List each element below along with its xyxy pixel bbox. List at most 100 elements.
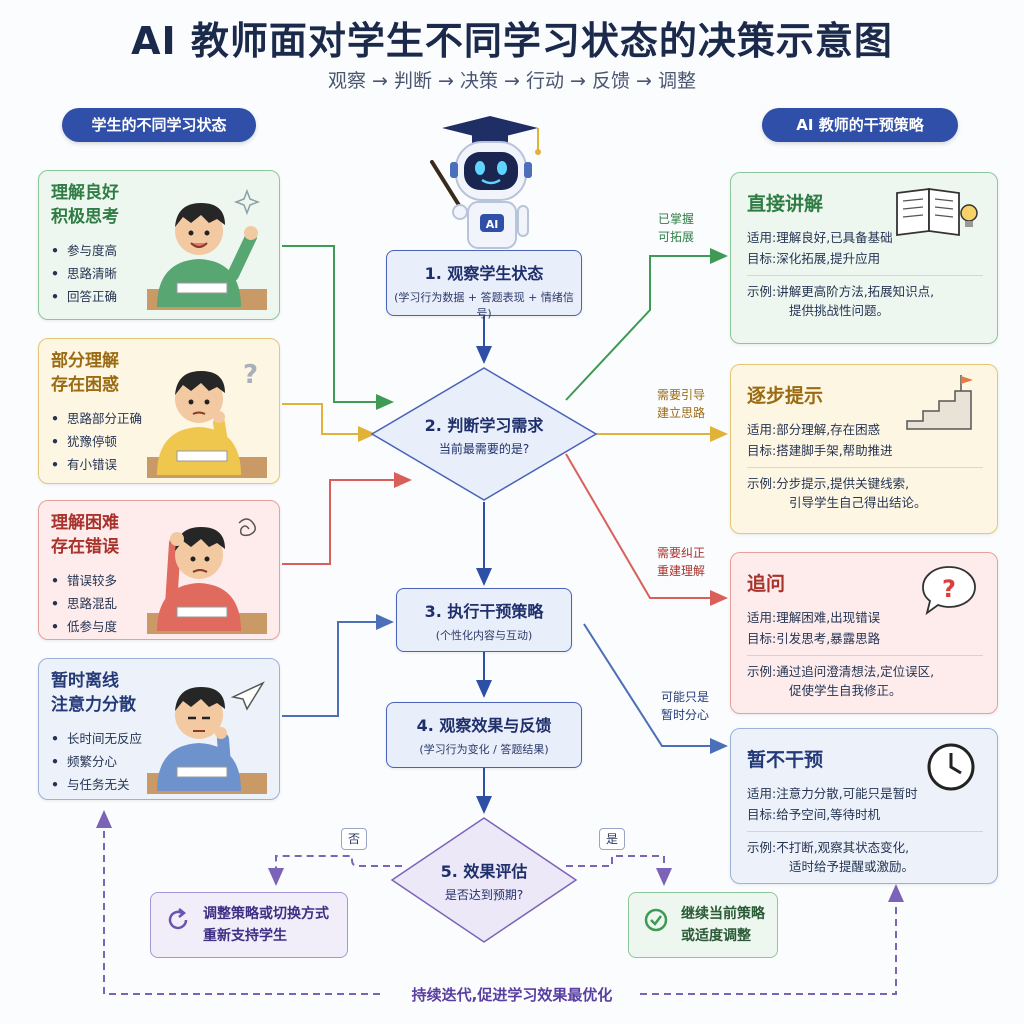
step4-title: 4. 观察效果与反馈 (416, 716, 552, 735)
strategy-title: 直接讲解 (747, 193, 824, 215)
robot-badge-text: AI (486, 218, 499, 231)
wire-eval-yes (566, 855, 672, 886)
student-trait: 思路清晰 (51, 262, 269, 285)
strategy-divider (747, 831, 983, 832)
student-trait: 参与度高 (51, 239, 269, 262)
strategy-example-line1: 示例:不打断,观察其状态变化, (747, 840, 910, 855)
student-puzzled-illustration: ? (147, 360, 267, 478)
student-trait: 犹豫停顿 (51, 430, 269, 453)
edge-label-line: 可能只是 (660, 690, 709, 704)
strategy-title: 逐步提示 (747, 385, 824, 407)
student-trait: 频繁分心 (51, 750, 269, 773)
step5-title: 5. 效果评估 (440, 862, 528, 881)
edge-label-mastered: 已掌握 可拓展 (646, 210, 706, 246)
refresh-icon (168, 908, 188, 930)
student-trait: 低参与度 (51, 615, 269, 638)
decision-diamond-eval (390, 817, 578, 943)
step5-subtitle: 是否达到预期? (444, 888, 524, 902)
strategy-goal: 目标:给予空间,等待时机 (747, 807, 881, 822)
no-branch-label: 否 (341, 828, 367, 850)
step2-title: 2. 判断学习需求 (424, 416, 544, 435)
wire-partial-to-judge (282, 403, 376, 442)
step1-observe-box: 1. 观察学生状态 (学习行为数据 + 答题表现 + 情绪信号) (386, 250, 582, 320)
strategy-example-line2: 适时给予提醒或激励。 (789, 859, 915, 874)
right-header-pill: AI 教师的干预策略 (762, 108, 958, 142)
student-title-line1: 部分理解 (51, 351, 119, 371)
strategy-card-probe: 追问 ? 适用:理解困难,出现错误 目标:引发思考,暴露思路 示例:通过追问澄清… (730, 552, 998, 714)
strategy-title: 追问 (747, 573, 786, 595)
strategy-example-line1: 示例:通过追问澄清想法,定位误区, (747, 664, 935, 679)
outcome-continue-box: 继续当前策略 或适度调整 (628, 892, 778, 958)
wire-judge-to-explain (565, 248, 728, 401)
step4-subtitle: (学习行为变化 / 答题结果) (419, 743, 549, 756)
robot-teacher-icon: AI (428, 110, 558, 250)
page-subtitle: 观察 → 判断 → 决策 → 行动 → 反馈 → 调整 (328, 70, 696, 92)
student-title-line2: 积极思考 (51, 207, 119, 227)
strategy-apply: 适用:理解困难,出现错误 (747, 610, 881, 625)
student-happy-illustration (147, 188, 267, 310)
strategy-divider (747, 467, 983, 468)
wire-difficult-to-judge (282, 472, 412, 565)
edge-label-line: 可拓展 (657, 230, 694, 244)
strategy-goal: 目标:深化拓展,提升应用 (747, 251, 881, 266)
student-trait: 与任务无关 (51, 773, 269, 796)
strategy-divider (747, 655, 983, 656)
student-trait: 回答正确 (51, 285, 269, 308)
outcome-adjust-box: 调整策略或切换方式 重新支持学生 (150, 892, 348, 958)
step1-title: 1. 观察学生状态 (424, 264, 544, 283)
step3-execute-box: 3. 执行干预策略 (个性化内容与互动) (396, 588, 572, 652)
svg-text:?: ? (243, 360, 258, 390)
wire-judge-to-probe (565, 453, 728, 606)
edge-label-line: 需要纠正 (656, 546, 705, 560)
student-title-line1: 理解良好 (51, 183, 119, 203)
student-trait: 思路部分正确 (51, 407, 269, 430)
strategy-goal: 目标:引发思考,暴露思路 (747, 631, 881, 646)
step2-judge-label: 2. 判断学习需求 当前最需要的是? (392, 412, 576, 457)
edge-label-line: 需要引导 (656, 388, 705, 402)
stairs-flag-icon (906, 375, 973, 430)
outcome-continue-line2: 或适度调整 (681, 928, 751, 944)
step4-feedback-box: 4. 观察效果与反馈 (学习行为变化 / 答题结果) (386, 702, 582, 768)
yes-branch-label: 是 (599, 828, 625, 850)
wire-loop-left (96, 810, 380, 995)
strategy-goal: 目标:搭建脚手架,帮助推进 (747, 443, 893, 458)
strategy-example-line2: 引导学生自己得出结论。 (789, 495, 927, 510)
step5-eval-label: 5. 效果评估 是否达到预期? (404, 858, 564, 903)
student-distracted-illustration (147, 681, 267, 794)
strategy-title: 暂不干预 (747, 749, 824, 771)
student-title-line1: 暂时离线 (51, 671, 119, 691)
strategy-example-line1: 示例:分步提示,提供关键线索, (747, 476, 910, 491)
strategy-divider (747, 275, 983, 276)
strategy-apply: 适用:理解良好,已具备基础 (747, 230, 893, 245)
svg-text:?: ? (942, 575, 956, 603)
wire-offline-to-execute (282, 614, 394, 717)
wire-eval-no (268, 855, 402, 886)
wire-loop-right (640, 884, 904, 995)
student-trait: 错误较多 (51, 569, 269, 592)
step3-subtitle: (个性化内容与互动) (435, 629, 533, 642)
page-title: AI 教师面对学生不同学习状态的决策示意图 (131, 19, 893, 63)
student-confused-illustration (147, 518, 267, 634)
strategy-example-line1: 示例:讲解更高阶方法,拓展知识点, (747, 284, 935, 299)
student-trait: 思路混乱 (51, 592, 269, 615)
decision-diamond-judge (370, 367, 598, 501)
edge-label-guide: 需要引导 建立思路 (646, 386, 716, 422)
strategy-card-explain: 直接讲解 适用:理解良好,已具备基础 目标:深化拓展,提升应用 示例:讲解更高阶… (730, 172, 998, 344)
student-trait: 有小错误 (51, 453, 269, 476)
student-title-line2: 存在困惑 (51, 375, 119, 395)
student-title-line2: 注意力分散 (51, 695, 136, 715)
edge-label-line: 暂时分心 (660, 708, 709, 722)
wire-execute-to-wait (583, 623, 728, 754)
strategy-example-line2: 促使学生自我修正。 (789, 683, 902, 698)
student-title-line1: 理解困难 (51, 513, 119, 533)
left-header-pill: 学生的不同学习状态 (62, 108, 256, 142)
wire-good-to-judge (282, 245, 394, 410)
edge-label-line: 建立思路 (656, 406, 705, 420)
student-trait: 长时间无反应 (51, 727, 269, 750)
edge-label-distract: 可能只是 暂时分心 (650, 688, 720, 724)
